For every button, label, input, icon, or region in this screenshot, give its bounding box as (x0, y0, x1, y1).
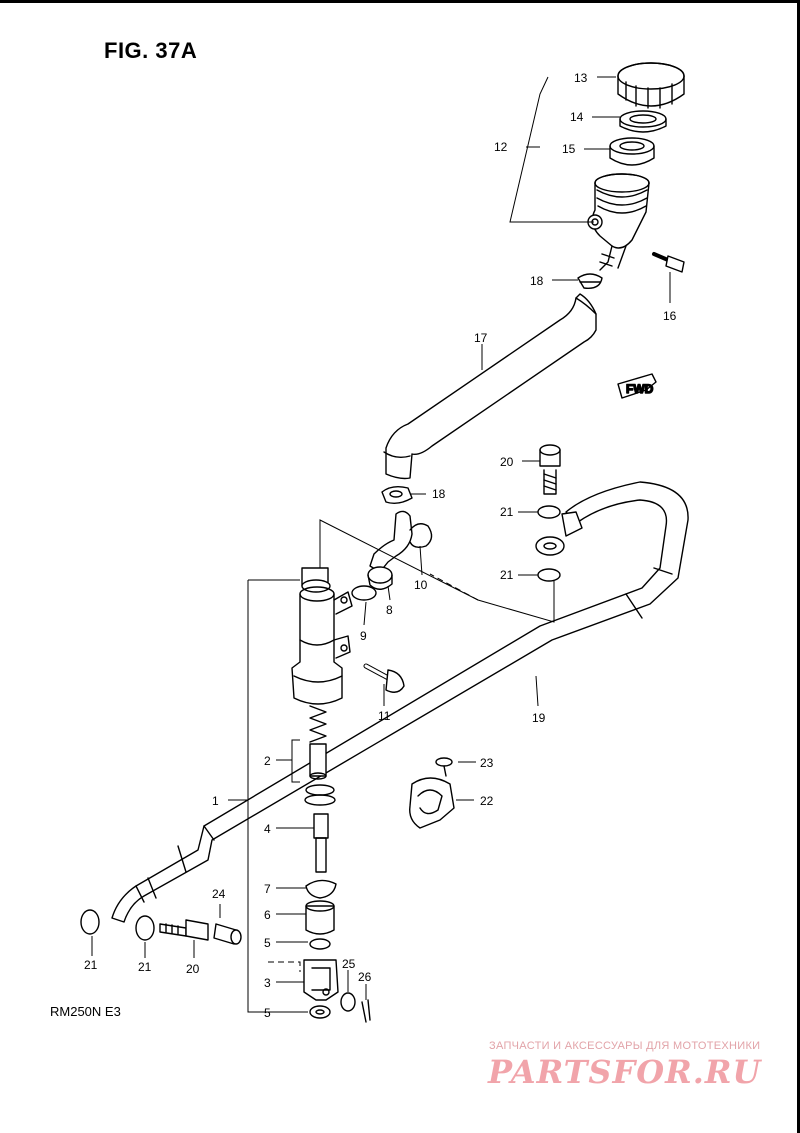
boot-6 (305, 900, 335, 935)
callout-6: 6 (264, 908, 271, 922)
callout-labels: 13 14 15 12 18 16 17 18 20 21 21 10 8 9 … (84, 71, 677, 1020)
cap-plate (619, 110, 667, 133)
piston-2 (309, 743, 327, 780)
callout-22: 22 (480, 794, 494, 808)
hose-clamp-22 (409, 777, 455, 829)
top-border (0, 0, 800, 3)
clamp-screw-23 (435, 757, 453, 777)
banjo-bolt-20-upper (539, 444, 561, 495)
callout-7: 7 (264, 882, 271, 896)
washer-21-a (537, 505, 561, 519)
callout-14: 14 (570, 110, 584, 124)
callout-5-upper: 5 (264, 936, 271, 950)
reservoir-body (587, 173, 650, 271)
callout-26: 26 (358, 970, 372, 984)
figure-title: FIG. 37A (104, 38, 198, 63)
callout-25: 25 (342, 957, 356, 971)
watermark-logo: PARTSFOR.RU (488, 1053, 762, 1091)
callout-16: 16 (663, 309, 677, 323)
callout-5-lower: 5 (264, 1006, 271, 1020)
model-code: RM250N E3 (50, 1004, 121, 1019)
banjo-upper (535, 511, 583, 556)
fwd-arrow: FWD (617, 373, 657, 399)
callout-20-upper: 20 (500, 455, 514, 469)
callout-1: 1 (212, 794, 219, 808)
connector-8 (367, 510, 413, 590)
reservoir-bolt-16 (652, 252, 685, 273)
bolt-11 (363, 663, 405, 693)
brake-hose-19 (111, 481, 689, 923)
callout-10: 10 (414, 578, 428, 592)
reservoir-hose (383, 293, 597, 480)
nut-5-lower (309, 1005, 331, 1019)
callout-15: 15 (562, 142, 576, 156)
callout-18-lower: 18 (432, 487, 446, 501)
callout-18-top: 18 (530, 274, 544, 288)
hose-clip-18-top (577, 273, 603, 289)
fwd-label: FWD (626, 382, 654, 396)
callout-19: 19 (532, 711, 546, 725)
hose-clip-18-lower (381, 485, 413, 505)
banjo-bolt-20-lower (159, 919, 209, 941)
cup-washer (304, 784, 336, 806)
pin-24 (213, 923, 242, 945)
callout-21-b: 21 (500, 568, 514, 582)
clevis-3 (303, 959, 339, 1001)
callout-24: 24 (212, 887, 226, 901)
washer-21-c (80, 909, 100, 935)
callout-11: 11 (378, 709, 391, 723)
diaphragm (609, 137, 655, 166)
callout-21-d: 21 (138, 960, 152, 974)
callout-2: 2 (264, 754, 271, 768)
o-ring-9 (351, 585, 377, 601)
callout-12: 12 (494, 140, 508, 154)
nut-5-upper (309, 938, 331, 950)
reservoir-cap (617, 62, 685, 109)
callout-4: 4 (264, 822, 271, 836)
leader-lines (91, 76, 671, 1013)
callout-13: 13 (574, 71, 588, 85)
washer-21-b (537, 568, 561, 582)
cotter-pin-26 (361, 999, 371, 1023)
callout-8: 8 (386, 603, 393, 617)
callout-9: 9 (360, 629, 367, 643)
washer-21-d (135, 915, 155, 941)
callout-3: 3 (264, 976, 271, 990)
washer-25 (340, 992, 356, 1012)
callout-20-lower: 20 (186, 962, 200, 976)
right-border (797, 0, 800, 1133)
callout-21-a: 21 (500, 505, 514, 519)
callout-21-c: 21 (84, 958, 98, 972)
piston-spring (309, 705, 327, 743)
circlip-7 (305, 879, 337, 899)
watermark-caption: ЗАПЧАСТИ И АКСЕССУАРЫ ДЛЯ МОТОТЕХНИКИ (489, 1040, 761, 1052)
push-rod-4 (313, 813, 329, 873)
callout-23: 23 (480, 756, 494, 770)
callout-17: 17 (474, 331, 488, 345)
circlip-10 (409, 523, 433, 549)
master-cylinder-body (291, 567, 353, 705)
